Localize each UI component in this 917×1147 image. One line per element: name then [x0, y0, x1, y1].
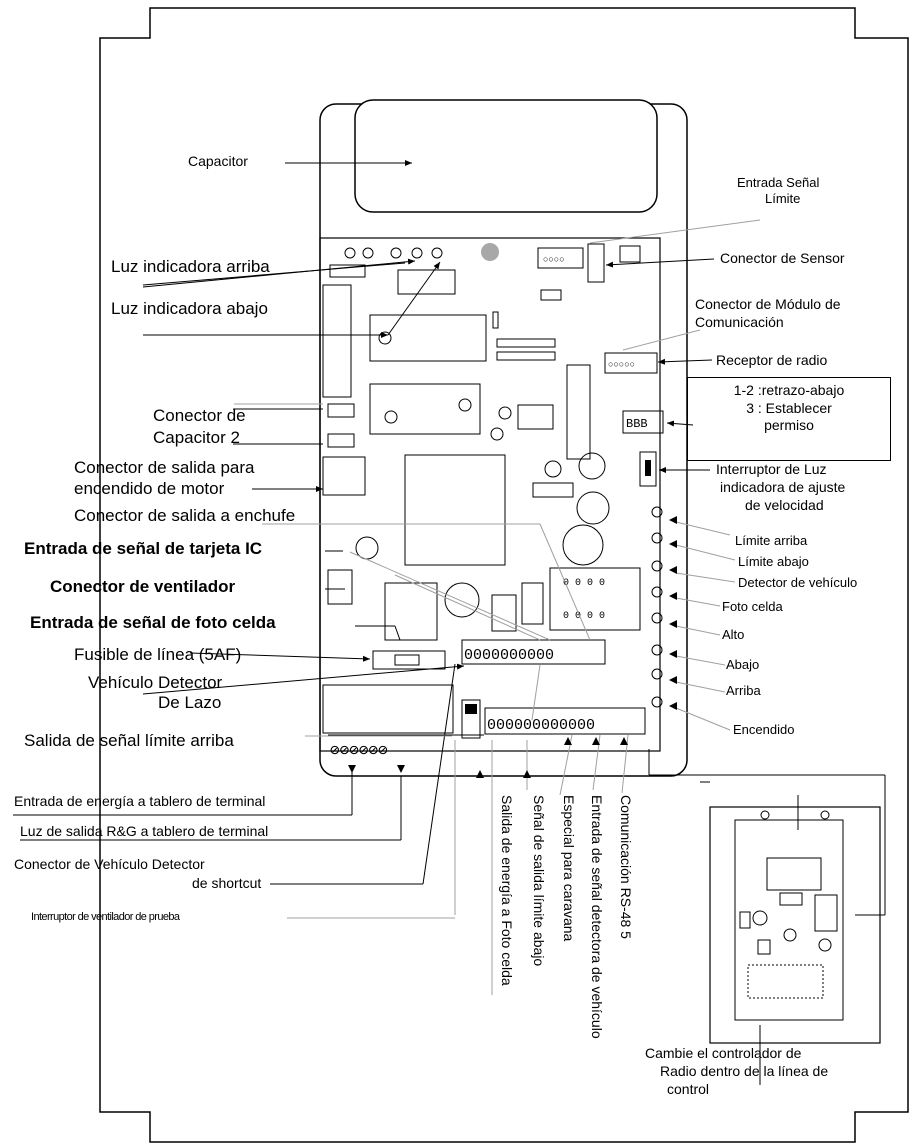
label-up-limit-output: Salida de señal límite arriba: [24, 731, 234, 750]
label-radio-receiver: Receptor de radio: [716, 352, 828, 368]
svg-text:○○○○○: ○○○○○: [608, 360, 635, 370]
label-plug-output: Conector de salida a enchufe: [74, 506, 296, 525]
label-ic-card-input: Entrada de señal de tarjeta IC: [24, 539, 263, 558]
label-speed-switch-line3: de velocidad: [745, 497, 824, 513]
label-led-up: Luz indicadora arriba: [111, 257, 270, 276]
circuit-board: [319, 237, 661, 752]
label-down-limit-output: Señal de salida límite abajo: [531, 795, 547, 967]
label-limit-signal-line2: Límite: [765, 191, 801, 206]
label-rg-light-output: Luz de salida R&G a tablero de terminal: [20, 823, 269, 839]
label-speed-switch-line2: indicadora de ajuste: [720, 479, 846, 495]
label-photocell-power: Salida de energía a Foto celda: [499, 795, 515, 986]
label-loop-detector-line1: Vehículo Detector: [88, 673, 223, 692]
label-radio-controller-line1: Cambie el controlador de: [645, 1045, 802, 1061]
capacitor-body: [354, 99, 658, 213]
label-comm-module-line2: Comunicación: [695, 314, 784, 330]
label-comm-module-line1: Conector de Módulo de: [695, 296, 841, 312]
label-capacitor2-line2: Capacitor 2: [153, 428, 240, 447]
svg-text:0 0 0 0: 0 0 0 0: [563, 578, 605, 589]
label-shortcut-line1: Conector de Vehículo Detector: [14, 856, 205, 872]
dip-box-line3: permiso: [764, 417, 814, 433]
label-fuse: Fusible de línea (5AF): [74, 645, 242, 664]
label-loop-detector-line2: De Lazo: [158, 693, 222, 712]
label-led-limit-up: Límite arriba: [735, 533, 808, 548]
label-led-down: Luz indicadora abajo: [111, 299, 268, 318]
svg-text:BBB: BBB: [626, 417, 648, 431]
top-leds: [344, 247, 443, 259]
label-fan-test-switch: Interruptor de ventilador de prueba: [31, 911, 180, 923]
svg-text:0000000000: 0000000000: [464, 647, 554, 664]
label-led-down: Abajo: [726, 657, 760, 672]
dip-box-line2: 3 : Establecer: [746, 399, 832, 416]
label-led-stop: Alto: [722, 627, 745, 642]
label-speed-switch-line1: Interruptor de Luz: [716, 461, 827, 477]
label-sensor-connector: Conector de Sensor: [720, 250, 845, 266]
label-led-vehicle-detector: Detector de vehículo: [738, 575, 858, 590]
label-power-terminal: Entrada de energía a tablero de terminal: [14, 793, 266, 809]
svg-text:○○○○: ○○○○: [543, 255, 565, 265]
radio-module: [709, 806, 881, 1044]
label-rs485: Comunicación RS-48 5: [618, 795, 634, 939]
label-photocell-input: Entrada de señal de foto celda: [30, 613, 276, 632]
dip-box-line1: 1-2 :retrazo-abajo: [733, 382, 845, 398]
label-led-limit-down: Límite abajo: [738, 554, 809, 569]
label-radio-controller-line3: control: [667, 1081, 710, 1097]
svg-text:⊘⊘⊘⊘⊘⊘: ⊘⊘⊘⊘⊘⊘: [330, 742, 388, 760]
label-shortcut-line2: de shortcut: [192, 875, 262, 891]
label-capacitor2-line1: Conector de: [153, 406, 246, 425]
label-led-photocell: Foto celda: [722, 599, 783, 614]
svg-text:0 0 0 0: 0 0 0 0: [563, 611, 605, 622]
label-caravan: Especial para caravana: [561, 795, 577, 942]
label-motor-output-line2: encendido de motor: [74, 479, 225, 498]
svg-text:000000000000: 000000000000: [487, 717, 595, 734]
status-leds: [651, 506, 663, 708]
label-capacitor: Capacitor: [188, 153, 248, 169]
gray-indicator-dot: [481, 243, 499, 261]
label-fan-connector: Conector de ventilador: [50, 577, 236, 596]
dip-switch-box: 1-2 :retrazo-abajo 3 : Establecer permis…: [687, 377, 891, 461]
label-radio-controller-line2: Radio dentro de la línea de: [660, 1063, 829, 1079]
label-limit-signal-line1: Entrada Señal: [737, 175, 820, 190]
label-vehicle-detector-input: Entrada de señal detectora de vehículo: [589, 795, 605, 1039]
enclosure-outline: [99, 7, 909, 1143]
label-motor-output-line1: Conector de salida para: [74, 458, 255, 477]
label-led-up: Arriba: [726, 683, 761, 698]
label-led-power: Encendido: [733, 722, 795, 737]
